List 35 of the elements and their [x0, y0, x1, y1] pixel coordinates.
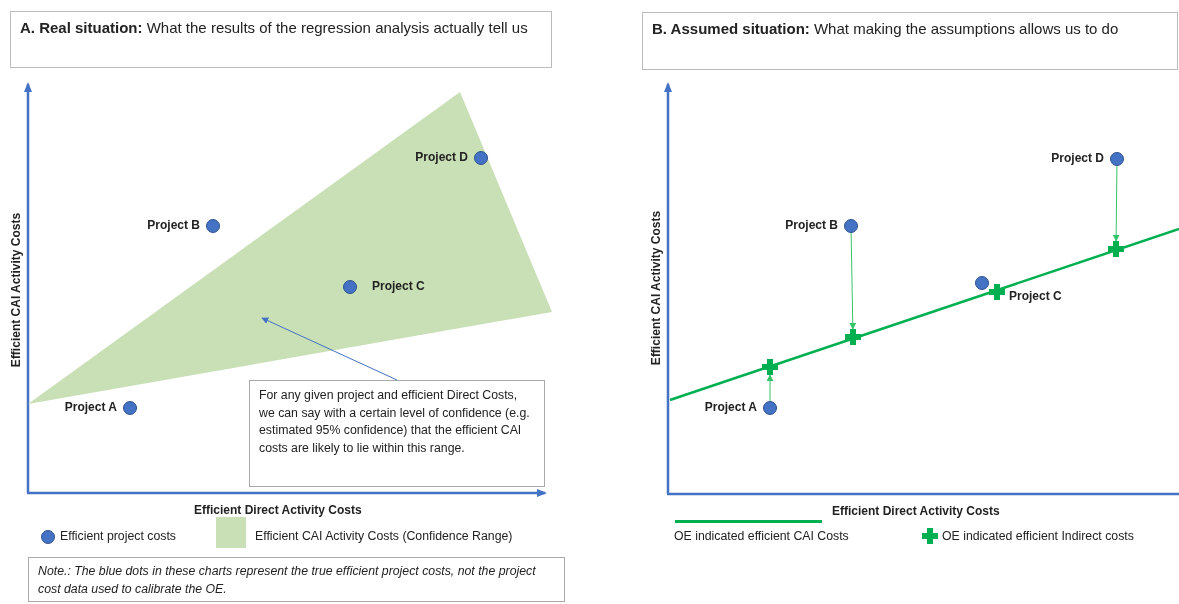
data-point — [206, 219, 220, 233]
data-point — [123, 401, 137, 415]
data-point — [975, 276, 989, 290]
x-axis-title: Efficient Direct Activity Costs — [832, 504, 1000, 518]
point-label: Project D — [415, 150, 468, 164]
cross-marker — [762, 359, 778, 375]
x-axis-title: Efficient Direct Activity Costs — [194, 503, 362, 517]
point-label: Project A — [64, 400, 117, 414]
point-label: Project C — [1008, 289, 1063, 303]
arrow — [849, 232, 857, 330]
callout-box: For any given project and efficient Direct Costs, we can say with a certain level of confidence (e.g. estimated 95% confidence) that the efficient CAI costs are likely to lie within this range. — [249, 380, 545, 487]
cross-marker — [989, 284, 1005, 300]
legend-label: OE indicated efficient CAI Costs — [674, 529, 849, 543]
note-box: Note.: The blue dots in these charts represent the true efficient project costs, not the project cost data used to calibrate the OE. — [28, 557, 565, 602]
arrow — [1112, 165, 1120, 242]
arrow — [766, 374, 774, 402]
point-label: Project C — [372, 279, 425, 293]
data-point — [844, 219, 858, 233]
point-label: Project B — [785, 218, 838, 232]
point-label: Project B — [147, 218, 200, 232]
leader-line — [261, 317, 398, 381]
legend-label: Efficient CAI Activity Costs (Confidence Range) — [255, 529, 513, 543]
legend-label: OE indicated efficient Indirect costs — [942, 529, 1134, 543]
legend-label: Efficient project costs — [60, 529, 176, 543]
point-label: Project D — [1051, 151, 1104, 165]
cross-marker — [1108, 241, 1124, 257]
confidence-range-area — [28, 92, 552, 404]
panel-heading: B. Assumed situation: What making the assumptions allows us to do — [642, 12, 1178, 70]
data-point — [1110, 152, 1124, 166]
data-point — [763, 401, 777, 415]
point-label: Project A — [704, 400, 757, 414]
y-axis-title: Efficient CAI Activity Costs — [649, 210, 664, 366]
cross-marker — [845, 329, 861, 345]
panel-heading: A. Real situation: What the results of the regression analysis actually tell us — [10, 11, 552, 68]
y-axis-title: Efficient CAI Activity Costs — [9, 212, 24, 368]
